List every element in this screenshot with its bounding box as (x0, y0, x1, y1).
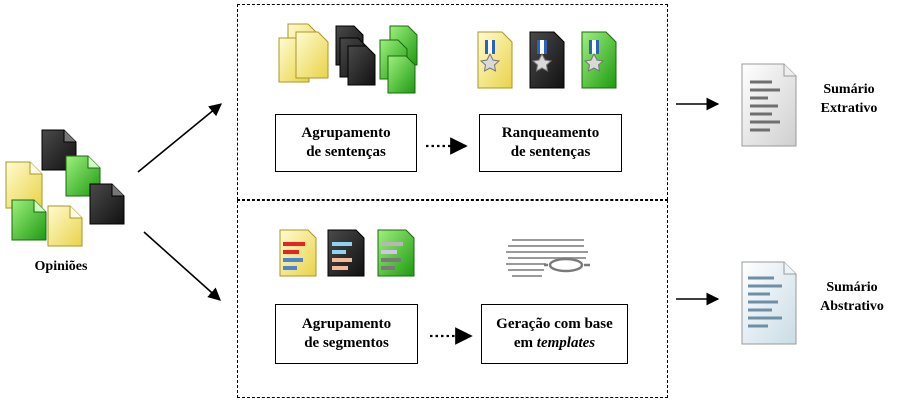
segment-clustering-box: Agrupamento de segmentos (275, 304, 418, 364)
black-medal-doc (529, 31, 565, 89)
black-segment-doc (327, 229, 365, 277)
extractive-frame (237, 4, 668, 200)
yellow-segment-doc (279, 229, 317, 277)
green-medal-doc (581, 31, 617, 89)
sentence-clustering-box: Agrupamento de sentenças (275, 114, 417, 172)
segment-clustering-line1: Agrupamento (301, 316, 392, 332)
extractive-summary-line2: Extrativo (820, 101, 878, 116)
doc-green-2 (11, 199, 47, 241)
sentence-clustering-line1: Agrupamento (301, 125, 391, 141)
ranked-documents-icon (477, 31, 617, 89)
segmented-documents-icon (279, 229, 415, 277)
abstractive-summary-document-icon (741, 261, 797, 345)
black-doc-group (335, 25, 376, 86)
medal-icon (479, 52, 501, 72)
opinions-documents-icon (5, 129, 125, 247)
template-generation-box: Geração com base em templates (481, 304, 628, 364)
extractive-summary-line1: Sumário (823, 82, 875, 97)
abstractive-summary-line2: Abstrativo (820, 299, 884, 314)
segment-clustering-line2: de segmentos (304, 335, 389, 351)
opinions-label: Opiniões (34, 259, 88, 274)
extractive-summary-document-icon (741, 63, 797, 147)
template-generation-line2-prefix: em (513, 335, 537, 351)
template-icon (506, 239, 590, 277)
yellow-medal-doc (477, 31, 513, 89)
sentence-ranking-box: Ranqueamento de sentenças (479, 114, 622, 172)
doc-yellow-1 (5, 161, 43, 209)
abstractive-summary-line1: Sumário (826, 280, 878, 295)
sentence-ranking-line2: de sentenças (510, 144, 591, 160)
doc-black-2 (89, 183, 125, 225)
abstractive-frame (237, 200, 668, 398)
template-generation-line2-em: templates (536, 335, 596, 351)
sentence-ranking-line1: Ranqueamento (501, 125, 600, 141)
green-doc-group (379, 25, 418, 94)
template-generation-line1: Geração com base (496, 316, 613, 332)
doc-yellow-2 (47, 205, 83, 247)
grouped-documents-icon (278, 23, 418, 94)
sentence-clustering-line2: de sentenças (306, 144, 386, 160)
yellow-doc-group (278, 23, 329, 83)
green-segment-doc (377, 229, 415, 277)
